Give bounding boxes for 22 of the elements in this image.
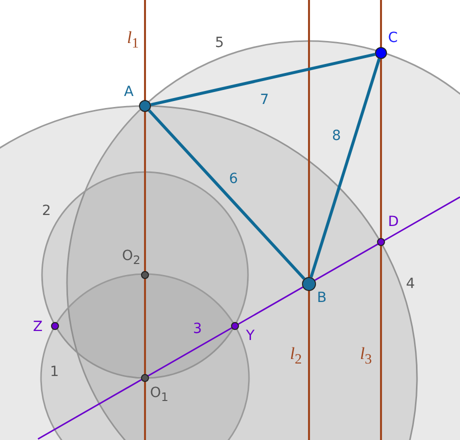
line-label: l$_{2}$: [290, 346, 302, 368]
circle-label: 4: [406, 276, 415, 292]
line-segment: [148, 109, 306, 280]
edge-label: 6: [229, 171, 238, 187]
point-label: C: [388, 30, 398, 46]
line-segment: [310, 58, 381, 278]
line-label: l$_{3}$: [360, 346, 372, 368]
edge-label: 8: [332, 128, 341, 144]
circle-label: 2: [42, 203, 51, 219]
edge-label: 7: [260, 92, 269, 108]
point-label: Y: [246, 328, 255, 344]
circle-label: 1: [50, 364, 59, 380]
line-segment: [150, 52, 376, 106]
circle-label: 5: [215, 35, 224, 51]
point-label: B: [317, 290, 327, 306]
line-label: 3: [193, 321, 202, 337]
line-label: l$_{1}$: [127, 30, 139, 52]
point-label: O$_{2}$: [122, 248, 140, 268]
point-label: Z: [33, 319, 43, 335]
point-label: A: [124, 84, 134, 100]
point-label: O$_{1}$: [150, 385, 168, 405]
point-label: D: [388, 214, 399, 230]
